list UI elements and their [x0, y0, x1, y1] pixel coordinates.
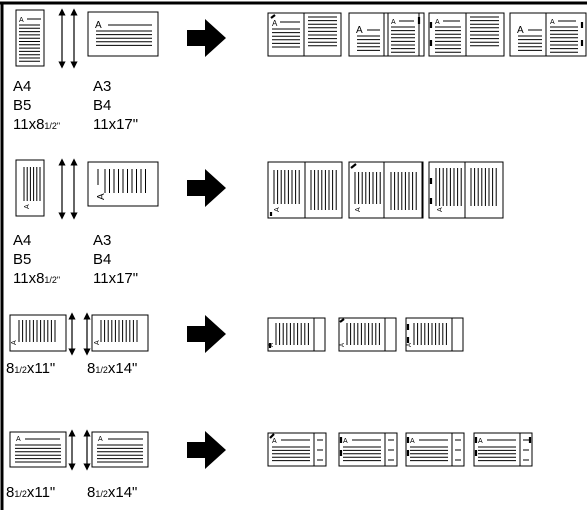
row1-small-sizes: A4 B5 11x81/2" — [13, 79, 60, 134]
page-letter: A — [19, 17, 24, 24]
size-letter: 11x8 — [13, 270, 45, 287]
page-letter: A — [272, 438, 277, 445]
size-a3: A3 — [93, 232, 112, 249]
output-booklet-page — [338, 317, 397, 352]
arrow-right-icon — [187, 315, 226, 353]
row2-large-sizes: A3 B4 11x17" — [93, 233, 138, 287]
size-b4: B4 — [93, 251, 112, 268]
size-ledger: 11x17" — [93, 116, 139, 133]
small-landscape-page — [9, 431, 67, 468]
diagram-art: A A A A A A A A A A A A A A A A A A A A A A A A — [9, 8, 587, 471]
size-a4: A4 — [13, 232, 32, 249]
arrow-right-icon — [187, 19, 226, 57]
small-landscape-page — [9, 314, 67, 352]
size-frac: 1/2 — [14, 365, 27, 375]
size-letter-frac: 1/2" — [44, 121, 61, 131]
size-frac: 1/2 — [95, 489, 108, 499]
staple-mark-icon — [269, 433, 275, 439]
size-rest: x14" — [107, 484, 138, 501]
page-letter: A — [94, 340, 101, 345]
row3-right-size: 81/2x14" — [87, 361, 137, 378]
output-booklet-page — [405, 317, 464, 352]
page-letter: A — [356, 25, 363, 36]
size-rest: x11" — [26, 360, 56, 377]
page-letter: A — [98, 436, 103, 443]
size-b4: B4 — [93, 97, 112, 114]
size-num: 8 — [87, 360, 96, 377]
page-letter: A — [517, 25, 524, 36]
row2-small-sizes: A4 B5 11x81/2" — [13, 233, 60, 288]
page-letter: A — [410, 438, 415, 445]
page-letter: A — [391, 19, 396, 26]
page-letter: A — [355, 207, 362, 212]
size-b5: B5 — [13, 251, 32, 268]
output-booklet-page — [383, 161, 423, 219]
size-a4: A4 — [13, 78, 32, 95]
page-letter: A — [435, 19, 440, 26]
page-letter: A — [11, 340, 18, 345]
staple-mark-icon — [270, 14, 276, 19]
arrow-right-icon — [187, 431, 226, 469]
page-letter: A — [272, 19, 278, 28]
size-b5: B5 — [13, 97, 32, 114]
output-booklet-page — [428, 161, 504, 219]
size-ledger: 11x17" — [93, 270, 139, 287]
page-letter: A — [437, 207, 444, 212]
large-landscape-page — [87, 11, 159, 57]
row1-large-sizes: A3 B4 11x17" — [93, 79, 138, 133]
large-landscape-page — [91, 431, 149, 468]
page-letter: A — [407, 343, 413, 347]
size-num: 8 — [87, 484, 96, 501]
row4-right-size: 81/2x14" — [87, 485, 137, 502]
row3-left-size: 81/2x11" — [6, 361, 55, 378]
size-letter: 11x8 — [13, 116, 45, 133]
row4-left-size: 81/2x11" — [6, 485, 55, 502]
page-letter: A — [95, 20, 102, 31]
page-letter: A — [550, 19, 555, 26]
page-letter: A — [340, 343, 346, 347]
page-letter: A — [343, 438, 348, 445]
page-letter: A — [274, 207, 281, 212]
staple-mark-icon — [339, 318, 345, 323]
size-num: 8 — [6, 360, 15, 377]
size-num: 8 — [6, 484, 15, 501]
size-frac: 1/2 — [14, 489, 27, 499]
page-letter: A — [96, 193, 107, 200]
page-letter: A — [478, 438, 483, 445]
size-letter-frac: 1/2" — [44, 275, 61, 285]
size-a3: A3 — [93, 78, 112, 95]
page-letter: A — [24, 204, 31, 209]
output-booklet-page — [267, 317, 326, 352]
page-letter: A — [269, 343, 275, 347]
size-frac: 1/2 — [95, 365, 108, 375]
size-rest: x14" — [107, 360, 138, 377]
page-letter: A — [16, 436, 21, 443]
arrow-right-icon — [187, 169, 226, 207]
staple-mark-icon — [350, 163, 357, 169]
size-rest: x11" — [26, 484, 56, 501]
